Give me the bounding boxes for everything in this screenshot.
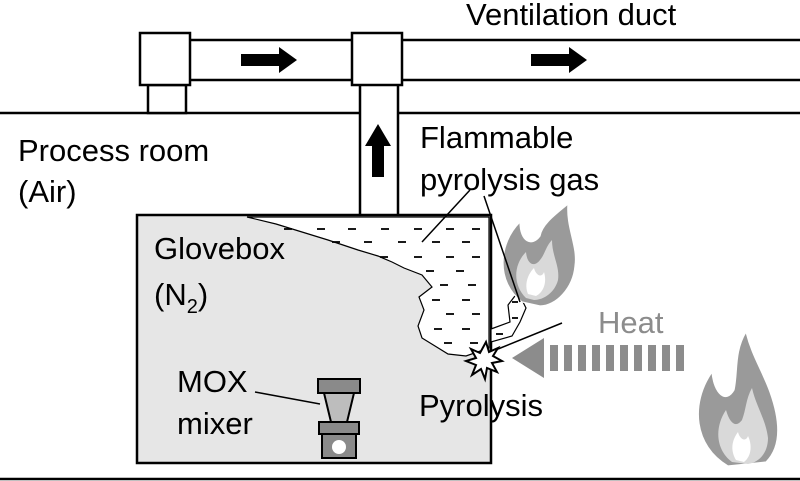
- right-arrow-icon: [241, 47, 297, 73]
- mox-mixer-icon: [317, 378, 361, 459]
- glovebox-gas-label: (N2): [154, 277, 208, 318]
- pyrolysis-gas-leader: [497, 322, 563, 350]
- mox-mixer-label-line2: mixer: [177, 406, 253, 441]
- mox-mixer-leader: [254, 391, 321, 405]
- up-arrow-icon: [365, 124, 391, 177]
- flame-icon: [697, 330, 779, 467]
- heat-label: Heat: [598, 305, 664, 340]
- leak-dashes: [496, 301, 518, 335]
- pyrolysis-label: Pyrolysis: [419, 388, 543, 423]
- flammable-gas-label-line1: Flammable: [420, 120, 573, 155]
- process-room-label: Process room: [18, 133, 209, 168]
- heat-arrow: [512, 338, 684, 378]
- flammable-gas-leader-1: [421, 189, 471, 243]
- flammable-gas-label-line2: pyrolysis gas: [420, 162, 599, 197]
- ventilation-duct-label: Ventilation duct: [466, 0, 677, 32]
- glovebox-label: Glovebox: [154, 231, 285, 266]
- flammable-gas-leader-2: [483, 195, 521, 303]
- gas-dashes: [284, 228, 480, 344]
- process-room-air-label: (Air): [18, 174, 77, 209]
- ventilation-duct: [138, 31, 800, 215]
- right-arrow-icon: [531, 47, 587, 73]
- flame-icon: [502, 202, 577, 307]
- spark-icon: [462, 339, 505, 383]
- mox-mixer-label-line1: MOX: [177, 364, 248, 399]
